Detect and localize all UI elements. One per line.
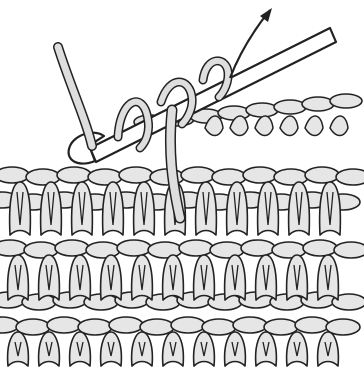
stitch-top-loop xyxy=(243,167,277,183)
stitch-post xyxy=(256,332,277,366)
stitch-post xyxy=(163,332,184,366)
stitch-top-loop xyxy=(179,240,213,256)
stitch-post xyxy=(8,255,29,300)
stitch-top-loop xyxy=(241,240,275,256)
stitch-post xyxy=(39,255,60,300)
stitch-post xyxy=(70,255,91,300)
stitch-post xyxy=(256,255,277,300)
stitch-top-loop xyxy=(0,240,27,256)
stitch-top-loop xyxy=(86,242,120,258)
stitch-post xyxy=(194,255,215,300)
stitch-top-post xyxy=(330,116,348,136)
stitch-top-loop xyxy=(272,242,306,258)
stitch-top-loop xyxy=(303,240,337,256)
stitch-top-loop xyxy=(109,317,143,333)
stitch-post xyxy=(287,255,308,300)
stitch-post xyxy=(194,332,215,366)
stitch-top-loop xyxy=(55,240,89,256)
stitch-top xyxy=(246,103,278,117)
stitch-post xyxy=(318,255,339,300)
stitch-post xyxy=(163,255,184,300)
stitch-post xyxy=(41,182,62,235)
stitch-post xyxy=(258,182,279,235)
stitch-post xyxy=(320,182,341,235)
stitch-top xyxy=(330,94,362,108)
stitch-top-loop xyxy=(24,242,58,258)
stitch-top-loop xyxy=(210,242,244,258)
stitch-top xyxy=(274,100,306,114)
stitch-top xyxy=(302,97,334,111)
stitch-post xyxy=(318,332,339,366)
stitch-top-loop xyxy=(212,169,246,185)
stitch-post xyxy=(227,182,248,235)
stitch-post xyxy=(225,332,246,366)
stitch-post xyxy=(132,255,153,300)
stitch-post xyxy=(10,182,31,235)
stitch-post xyxy=(134,182,155,235)
stitch-top-loop xyxy=(0,167,29,183)
stitch-top-loop xyxy=(119,167,153,183)
stitch-top-loop xyxy=(171,317,205,333)
stitch-top-loop xyxy=(233,317,267,333)
stitch-post xyxy=(225,255,246,300)
stitch-top-loop xyxy=(336,169,364,185)
stitch-post xyxy=(101,255,122,300)
stitch-post xyxy=(196,182,217,235)
stitch-top-loop xyxy=(47,317,81,333)
stitch-top-post xyxy=(255,116,273,136)
stitch-top-loop xyxy=(117,240,151,256)
stitch-post xyxy=(72,182,93,235)
stitch-post xyxy=(287,332,308,366)
stitch-top-loop xyxy=(274,169,308,185)
stitch-top-loop xyxy=(305,167,339,183)
stitch-top-loop xyxy=(181,167,215,183)
crochet-fabric xyxy=(0,94,364,366)
stitch-top-post xyxy=(280,116,298,136)
stitch-post xyxy=(289,182,310,235)
crochet-hook xyxy=(69,28,336,164)
stitch-top-loop xyxy=(295,317,329,333)
stitch-top-post xyxy=(305,116,323,136)
stitch-post xyxy=(101,332,122,366)
stitch-top-loop xyxy=(88,169,122,185)
stitch-top-loop xyxy=(26,169,60,185)
stitch-top-loop xyxy=(334,242,364,258)
stitch-post xyxy=(39,332,60,366)
stitch-post xyxy=(132,332,153,366)
stitch-top-loop xyxy=(57,167,91,183)
stitch-top-loop xyxy=(148,242,182,258)
stitch-post xyxy=(103,182,124,235)
stitch-post xyxy=(70,332,91,366)
hook-shaft xyxy=(90,28,336,162)
stitch-post xyxy=(8,332,29,366)
